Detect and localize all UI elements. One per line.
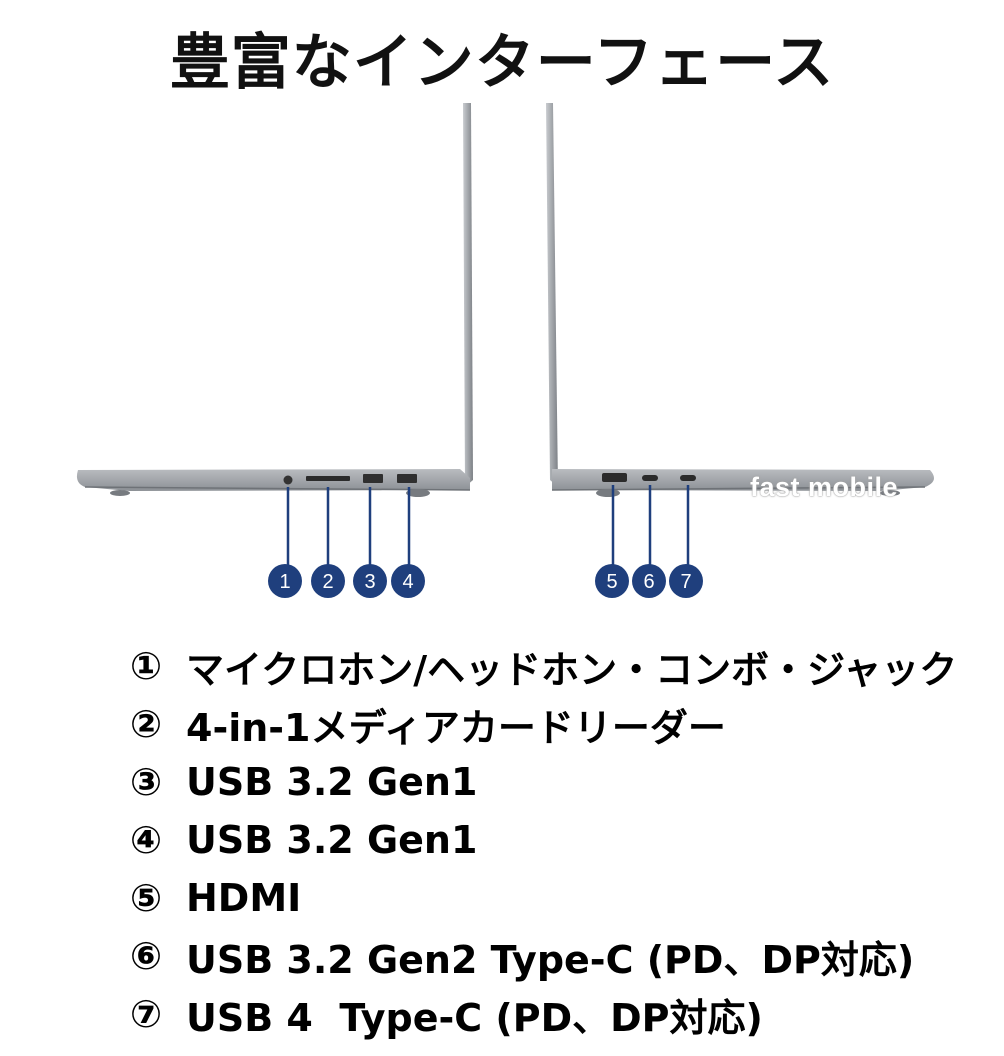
port-label: HDMI [186,876,302,920]
marker-6: 6 [632,564,666,598]
port-number: ③ [130,760,163,804]
port-item-4: ④ USB 3.2 Gen1 [130,811,990,869]
port-label: 4-in-1メディアカードリーダー [186,705,726,750]
port-list: ① マイクロホン/ヘッドホン・コンボ・ジャック ② 4-in-1メディアカードリーダ… [130,637,990,1043]
marker-5: 5 [595,564,629,598]
port-number: ⑦ [130,992,163,1036]
port-item-1: ① マイクロホン/ヘッドホン・コンボ・ジャック [130,637,990,695]
svg-text:7: 7 [680,571,691,593]
audio-jack [283,475,293,485]
port-label: USB 3.2 Gen2 Type-C (PD、DP対応) [186,937,915,982]
marker-4: 4 [391,564,425,598]
port-number: ① [130,644,163,688]
port-item-2: ② 4-in-1メディアカードリーダー [130,695,990,753]
svg-text:3: 3 [364,571,375,593]
port-item-3: ③ USB 3.2 Gen1 [130,753,990,811]
port-number: ⑥ [130,934,163,978]
svg-text:5: 5 [606,571,617,593]
port-label: USB 3.2 Gen1 [186,760,478,804]
watermark-text: fast mobile [750,472,899,502]
usb-c-port-6 [642,475,658,481]
svg-text:4: 4 [402,571,413,593]
card-reader-slot [306,476,350,481]
svg-text:1: 1 [279,571,290,593]
usb-a-port-4 [397,474,417,483]
laptop-side-views: 1 2 3 4 5 6 7 [76,103,934,598]
marker-7: 7 [669,564,703,598]
port-label: USB 4 Type-C (PD、DP対応) [186,995,763,1040]
port-number: ⑤ [130,876,163,920]
page-title: 豊富なインターフェース [169,28,835,98]
marker-3: 3 [353,564,387,598]
svg-text:6: 6 [643,571,654,593]
hdmi-port [602,473,627,482]
laptop-left-side [76,103,473,573]
port-number: ② [130,702,163,746]
port-item-5: ⑤ HDMI [130,869,990,927]
svg-text:2: 2 [322,571,333,593]
laptop-right-side [546,103,934,573]
usb-a-port-3 [363,474,383,483]
marker-2: 2 [311,564,345,598]
port-number: ④ [130,818,163,862]
port-item-6: ⑥ USB 3.2 Gen2 Type-C (PD、DP対応) [130,927,990,985]
port-label: マイクロホン/ヘッドホン・コンボ・ジャック [186,647,958,692]
usb-c-port-7 [680,475,696,481]
port-label: USB 3.2 Gen1 [186,818,478,862]
marker-1: 1 [268,564,302,598]
port-item-7: ⑦ USB 4 Type-C (PD、DP対応) [130,985,990,1043]
